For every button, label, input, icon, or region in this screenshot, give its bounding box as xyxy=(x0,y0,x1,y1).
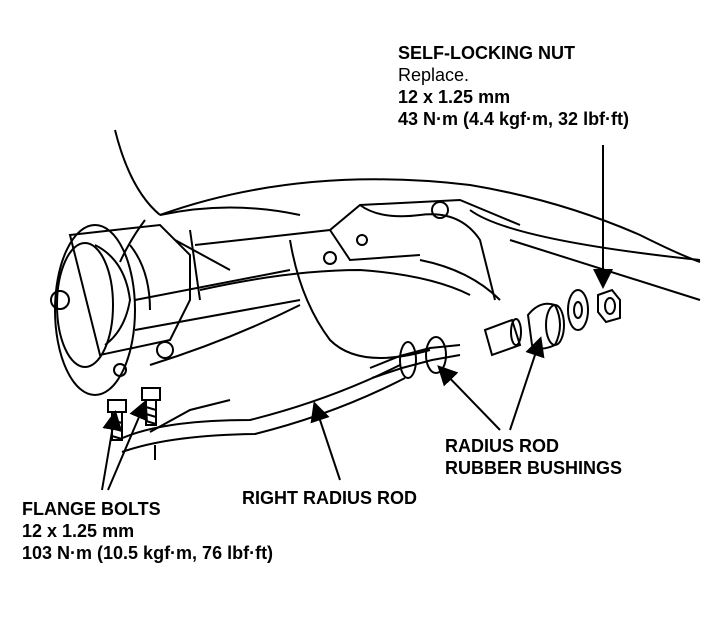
bushing-sleeve xyxy=(483,318,522,357)
right-radius-rod-title: RIGHT RADIUS ROD xyxy=(242,488,417,508)
flange-bolt-right xyxy=(141,387,161,426)
leader-flange-bolt-right xyxy=(107,399,148,491)
radius-rod-bushings-line2: RUBBER BUSHINGS xyxy=(445,458,623,478)
self-locking-nut-title: SELF-LOCKING NUT xyxy=(398,43,575,63)
self-locking-nut-note: Replace. xyxy=(398,65,470,85)
leader-lines xyxy=(101,145,613,491)
lower-arm xyxy=(134,229,301,366)
leader-bushing-left xyxy=(437,365,501,431)
self-locking-nut-callout: SELF-LOCKING NUT Replace. 12 x 1.25 mm 4… xyxy=(398,42,629,130)
self-locking-nut-torque: 43 N·m (4.4 kgf·m, 32 lbf·ft) xyxy=(398,109,630,129)
self-locking-nut-drawing xyxy=(597,288,621,324)
flange-bolts-title: FLANGE BOLTS xyxy=(22,499,161,519)
leader-radius-rod xyxy=(310,401,341,481)
subframe xyxy=(194,198,701,359)
flange-bolts xyxy=(107,387,161,441)
leader-flange-bolt-left xyxy=(101,410,123,491)
radius-rod-bushings-callout: RADIUS ROD RUBBER BUSHINGS xyxy=(445,435,622,479)
flange-bolts-torque: 103 N·m (10.5 kgf·m, 76 lbf·ft) xyxy=(22,543,274,563)
flange-bolts-size: 12 x 1.25 mm xyxy=(22,521,135,541)
bushing-set xyxy=(483,288,621,357)
body-outline xyxy=(114,129,701,263)
self-locking-nut-size: 12 x 1.25 mm xyxy=(398,87,511,107)
leader-bushing-right xyxy=(509,336,545,431)
brake-assembly xyxy=(50,223,191,396)
radius-rod-bushings-line1: RADIUS ROD xyxy=(445,436,560,456)
right-radius-rod-callout: RIGHT RADIUS ROD xyxy=(242,487,417,509)
flange-bolts-callout: FLANGE BOLTS 12 x 1.25 mm 103 N·m (10.5 … xyxy=(22,498,273,564)
rubber-bushing xyxy=(526,302,565,350)
washer xyxy=(567,289,589,331)
radius-rod-drawing xyxy=(117,336,461,460)
